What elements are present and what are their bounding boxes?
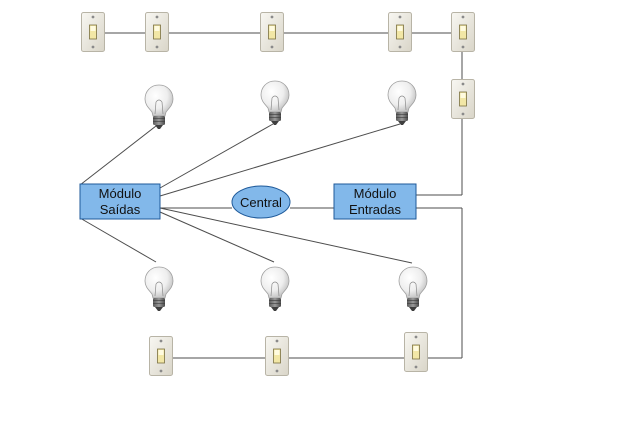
light-switch-icon[interactable]	[145, 12, 169, 52]
light-bulb-icon	[387, 80, 417, 126]
wire-saidas-to-bulb-6	[159, 207, 413, 264]
light-switch-icon[interactable]	[451, 79, 475, 119]
light-bulb-icon	[144, 266, 174, 312]
light-bulb-icon	[144, 84, 174, 130]
central-node[interactable]: Central	[231, 185, 291, 219]
light-switch-icon[interactable]	[81, 12, 105, 52]
central-ellipse	[231, 185, 291, 219]
wire-saidas-to-bulb-2	[159, 123, 274, 189]
wiring	[79, 32, 463, 359]
wire-saidas-to-bulb-5	[159, 211, 275, 263]
light-switch-icon[interactable]	[260, 12, 284, 52]
modulo-entradas-box[interactable]: Módulo Entradas	[333, 183, 417, 220]
modulo-saidas-label-line2: Saídas	[100, 202, 141, 217]
light-bulb-icon	[260, 80, 290, 126]
light-bulb-icon	[260, 266, 290, 312]
modulo-saidas-rect	[79, 183, 161, 220]
modulo-entradas-label-line2: Entradas	[349, 202, 402, 217]
wire-saidas-to-bulb-3	[159, 123, 401, 197]
light-switch-icon[interactable]	[404, 332, 428, 372]
modulo-entradas-label-line1: Módulo	[354, 186, 397, 201]
light-bulb-icon	[398, 266, 428, 312]
modulo-saidas-label-line1: Módulo	[99, 186, 142, 201]
light-switch-icon[interactable]	[388, 12, 412, 52]
light-switch-icon[interactable]	[451, 12, 475, 52]
wire-saidas-to-bulb-1	[79, 125, 157, 186]
wire-saidas-to-bulb-4	[79, 217, 157, 263]
central-label: Central	[240, 195, 282, 210]
bottom-switch-row	[149, 332, 428, 376]
modulo-saidas-box[interactable]: Módulo Saídas	[79, 183, 161, 220]
light-switch-icon[interactable]	[265, 336, 289, 376]
modulo-entradas-rect	[333, 183, 417, 220]
light-switch-icon[interactable]	[149, 336, 173, 376]
